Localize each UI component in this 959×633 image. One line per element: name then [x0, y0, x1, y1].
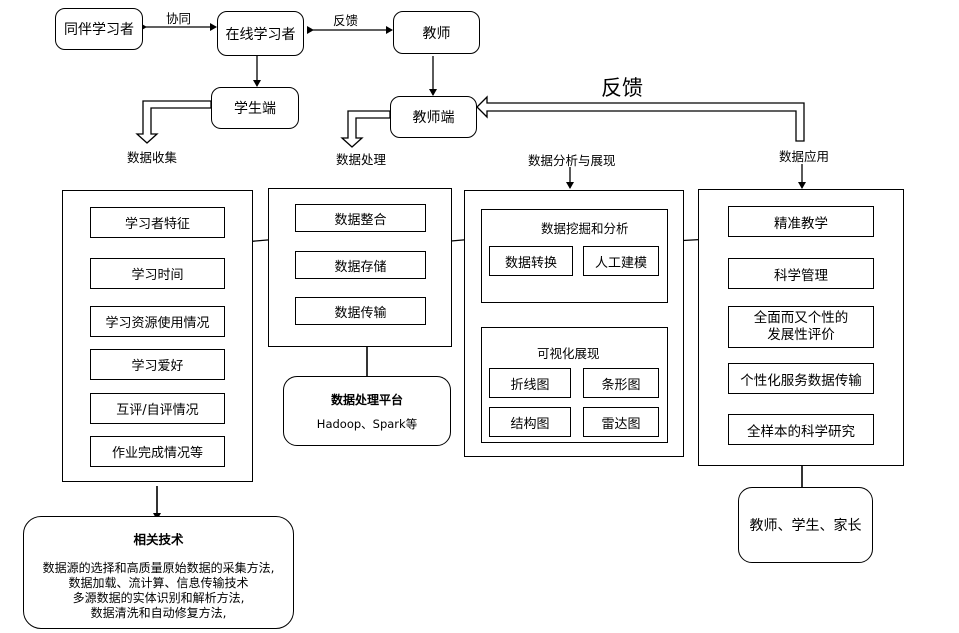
process-item-storage: 数据存储 [295, 251, 426, 279]
teacher-box: 教师 [393, 11, 480, 54]
collect-item-resource-usage: 学习资源使用情况 [90, 306, 225, 337]
apply-item-evaluation: 全面而又个性的 发展性评价 [728, 306, 874, 348]
apply-item-evaluation-line2: 发展性评价 [767, 327, 835, 343]
collect-item-homework: 作业完成情况等 [90, 436, 225, 467]
processing-platform-box: 数据处理平台 Hadoop、Spark等 [283, 376, 451, 446]
mining-title: 数据挖掘和分析 [541, 221, 629, 236]
related-tech-title: 相关技术 [133, 532, 184, 547]
related-tech-box: 相关技术 数据源的选择和高质量原始数据的采集方法, 数据加载、流计算、信息传输技… [23, 516, 294, 629]
viz-item-structure-chart: 结构图 [489, 407, 571, 437]
stage-apply-label: 数据应用 [779, 149, 830, 164]
related-tech-line-4: 数据清洗和自动修复方法, [90, 606, 227, 620]
platform-text: Hadoop、Spark等 [316, 416, 418, 431]
stage-process-label: 数据处理 [336, 152, 387, 167]
viz-item-radar-chart: 雷达图 [583, 407, 659, 437]
collect-item-study-time: 学习时间 [90, 258, 225, 289]
process-item-transfer: 数据传输 [295, 297, 426, 325]
process-item-integration: 数据整合 [295, 204, 426, 232]
collect-item-evaluation: 互评/自评情况 [90, 393, 225, 424]
viz-title: 可视化展现 [537, 346, 600, 361]
mining-item-modeling: 人工建模 [583, 246, 659, 276]
big-feedback-label: 反馈 [601, 76, 643, 100]
platform-title: 数据处理平台 [330, 392, 403, 407]
related-tech-line-2: 数据加载、流计算、信息传输技术 [68, 576, 249, 590]
collect-item-hobbies: 学习爱好 [90, 349, 225, 380]
viz-item-bar-chart: 条形图 [583, 368, 659, 398]
stage-collect-label: 数据收集 [127, 150, 178, 165]
mining-item-transform: 数据转换 [489, 246, 573, 276]
related-tech-line-1: 数据源的选择和高质量原始数据的采集方法, [42, 561, 275, 575]
apply-item-full-sample-research: 全样本的科学研究 [728, 414, 874, 445]
online-learner-box: 在线学习者 [217, 11, 304, 56]
teacher-end-box: 教师端 [390, 96, 477, 138]
big-feedback-hollow-arrow [476, 95, 805, 142]
feedback-label: 反馈 [333, 13, 359, 28]
student-to-collect-hollow-arrow [135, 100, 212, 144]
apply-item-scientific-management: 科学管理 [728, 258, 874, 289]
stage-analysis-label: 数据分析与展现 [528, 153, 616, 168]
audience-box: 教师、学生、家长 [738, 487, 873, 563]
collect-item-learner-traits: 学习者特征 [90, 207, 225, 238]
peer-learner-box: 同伴学习者 [55, 8, 143, 50]
teacherend-to-process-hollow-arrow [340, 110, 391, 148]
apply-item-precision-teaching: 精准教学 [728, 206, 874, 237]
collab-label: 协同 [166, 11, 192, 26]
related-tech-line-3: 多源数据的实体识别和解析方法, [72, 591, 245, 605]
viz-item-line-chart: 折线图 [489, 368, 571, 398]
apply-item-personalized-service: 个性化服务数据传输 [728, 363, 874, 394]
apply-item-evaluation-line1: 全面而又个性的 [753, 310, 849, 326]
student-end-box: 学生端 [211, 87, 299, 129]
